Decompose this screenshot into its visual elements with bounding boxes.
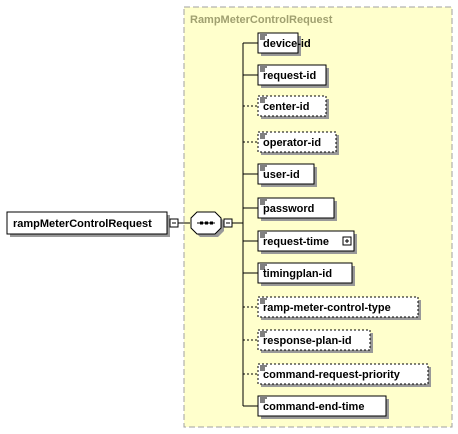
child-element-11[interactable]: command-request-priority [243,363,431,387]
child-box[interactable] [257,262,353,284]
simple-type-icon [260,133,267,139]
child-label: password [263,203,314,215]
child-label: device-id [263,38,311,50]
child-label: timingplan-id [263,268,332,280]
child-box[interactable] [257,163,315,185]
child-box[interactable] [257,296,419,318]
type-title: RampMeterControlRequest [190,14,333,26]
child-box[interactable] [257,32,299,54]
child-element-8[interactable]: timingplan-id [243,262,355,286]
simple-type-icon [260,165,267,171]
simple-type-icon [260,298,267,304]
child-label: center-id [263,101,309,113]
simple-type-icon [260,199,267,205]
child-box[interactable] [257,64,327,86]
sequence-dots-icon [197,221,215,225]
child-label: command-end-time [263,401,364,413]
child-label: response-plan-id [263,335,352,347]
child-label: command-request-priority [263,369,401,381]
child-label: user-id [263,169,300,181]
simple-type-icon [260,34,267,40]
child-box[interactable] [257,131,337,153]
simple-type-icon [260,264,267,270]
child-element-10[interactable]: response-plan-id [243,329,373,353]
child-element-4[interactable]: operator-id [243,131,339,155]
root-collapse-toggle[interactable] [169,218,179,228]
child-elements: device-id request-id center-id operator-id u… [243,32,431,419]
simple-type-icon [260,331,267,337]
child-label: request-time [263,236,329,248]
expand-plus-icon[interactable] [342,236,352,246]
child-box[interactable] [257,395,387,417]
child-label: operator-id [263,137,321,149]
child-label: ramp-meter-control-type [263,302,391,314]
child-box[interactable] [257,95,327,117]
child-element-12[interactable]: command-end-time [243,395,389,419]
child-box[interactable] [257,363,429,385]
child-element-7[interactable]: request-time [243,230,357,254]
child-element-1[interactable]: device-id [243,32,311,56]
root-element-box[interactable] [6,211,168,235]
simple-type-icon [260,397,267,403]
simple-type-icon [260,365,267,371]
simple-type-icon [260,97,267,103]
simple-type-icon [260,232,267,238]
simple-type-icon [260,66,267,72]
child-box[interactable] [257,230,355,252]
child-element-9[interactable]: ramp-meter-control-type [243,296,421,320]
child-element-6[interactable]: password [243,197,337,221]
root-element-label: rampMeterControlRequest [13,218,152,230]
child-box[interactable] [257,197,335,219]
sequence-collapse-toggle[interactable] [223,218,233,228]
child-element-2[interactable]: request-id [243,64,329,88]
child-box[interactable] [257,329,371,351]
child-label: request-id [263,70,316,82]
child-element-3[interactable]: center-id [243,95,329,119]
child-element-5[interactable]: user-id [243,163,317,187]
